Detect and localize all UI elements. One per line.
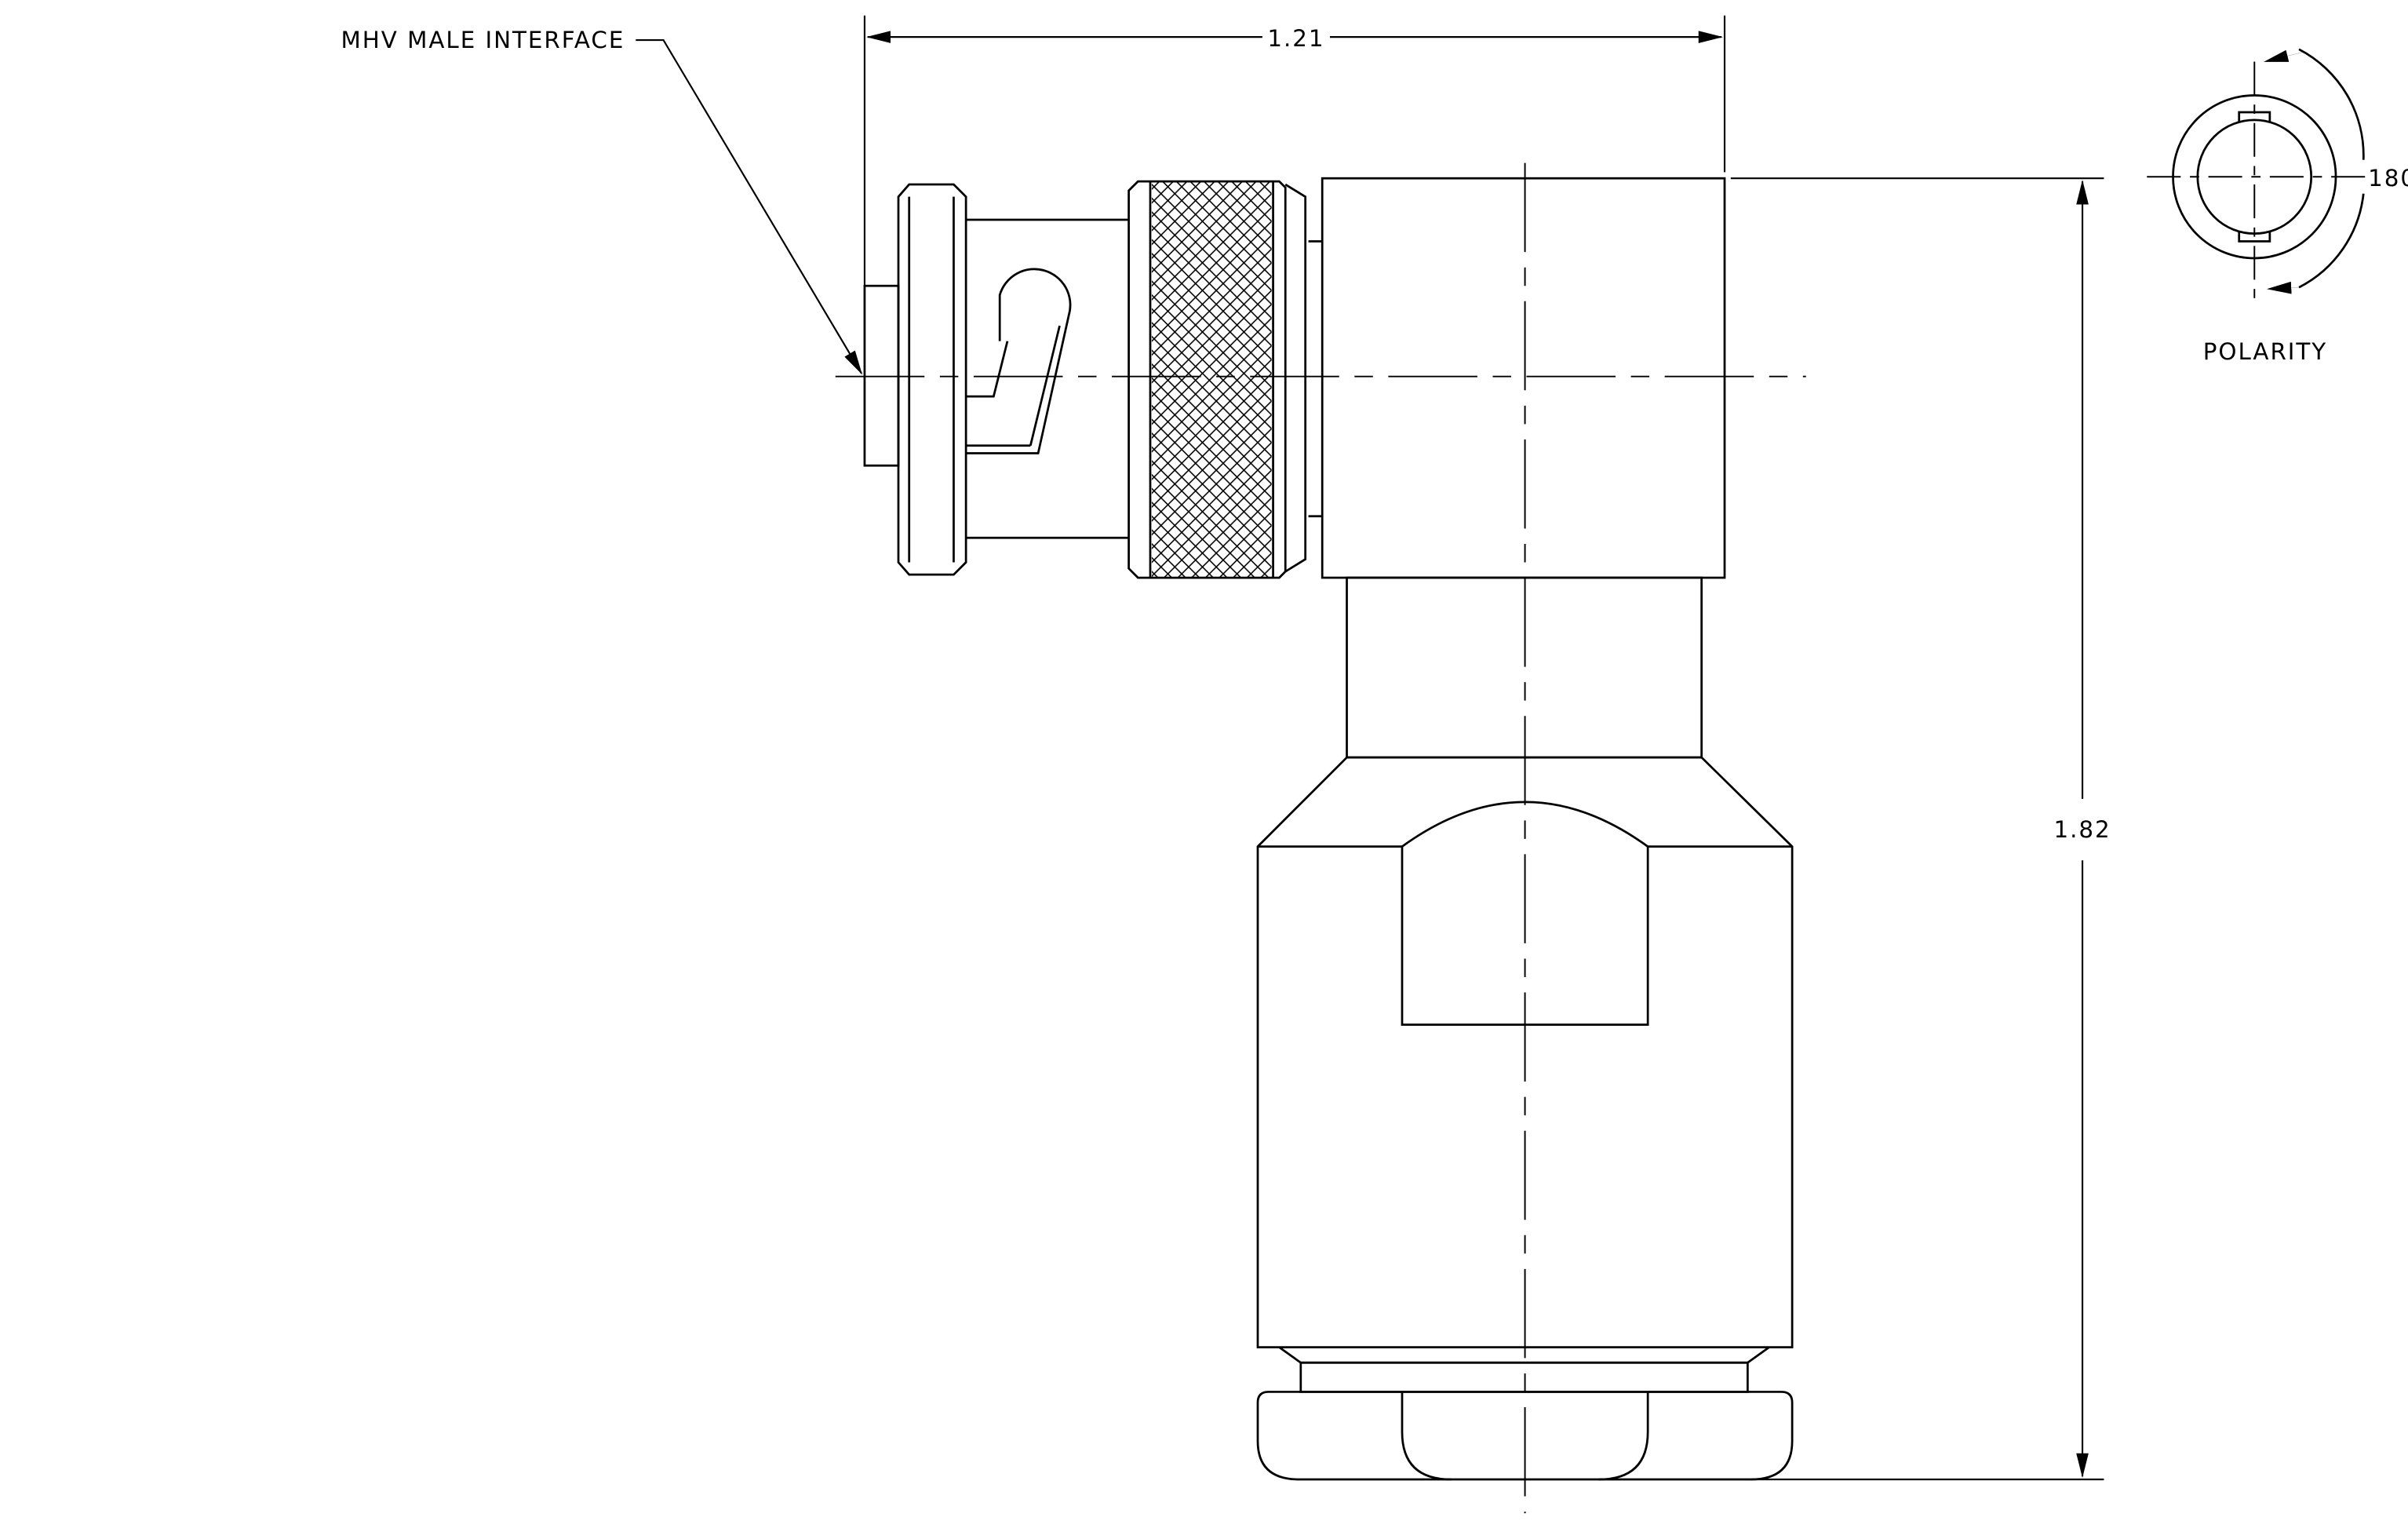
centerlines xyxy=(835,162,1806,1514)
interface-callout: MHV MALE INTERFACE xyxy=(341,27,625,53)
knurled-coupling-nut xyxy=(1151,181,1272,578)
polarity-label: POLARITY xyxy=(2203,338,2327,365)
dimension-height xyxy=(1730,177,2104,1481)
width-dimension-value: 1.21 xyxy=(1267,25,1324,52)
rotation-angle-label: 180 xyxy=(2368,165,2408,191)
polarity-view xyxy=(2147,48,2373,305)
mhv-plug-body xyxy=(863,180,1323,579)
height-dimension-value: 1.82 xyxy=(2053,816,2111,843)
rotation-arrow xyxy=(2298,48,2365,160)
dimension-width xyxy=(863,15,1726,286)
interface-leader xyxy=(636,38,863,375)
right-angle-body xyxy=(1256,177,1794,1349)
